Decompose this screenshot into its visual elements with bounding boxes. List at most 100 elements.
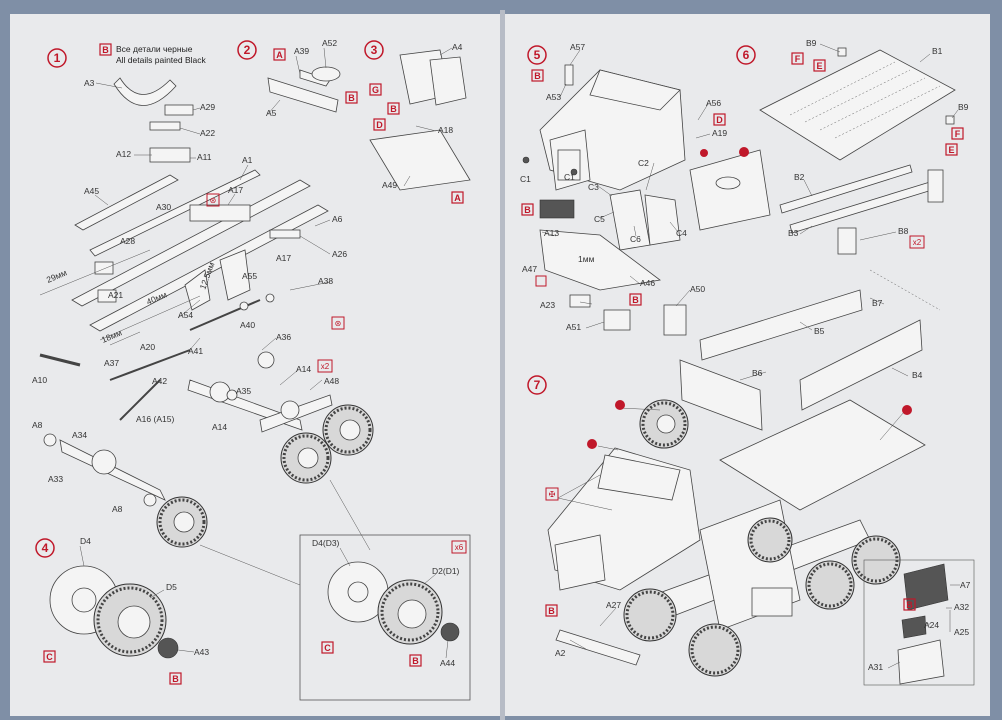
svg-text:D4(D3): D4(D3) bbox=[312, 538, 340, 548]
svg-text:A45: A45 bbox=[84, 186, 99, 196]
svg-text:B: B bbox=[390, 104, 397, 114]
svg-text:A22: A22 bbox=[200, 128, 215, 138]
svg-text:B7: B7 bbox=[872, 298, 883, 308]
svg-text:A24: A24 bbox=[924, 620, 939, 630]
svg-text:A10: A10 bbox=[32, 375, 47, 385]
svg-text:A29: A29 bbox=[200, 102, 215, 112]
svg-text:A34: A34 bbox=[72, 430, 87, 440]
svg-text:A30: A30 bbox=[156, 202, 171, 212]
svg-text:A41: A41 bbox=[188, 346, 203, 356]
svg-text:D: D bbox=[376, 120, 383, 130]
svg-text:F: F bbox=[955, 129, 961, 139]
svg-text:7: 7 bbox=[534, 378, 541, 392]
svg-text:B: B bbox=[412, 656, 419, 666]
svg-text:B1: B1 bbox=[932, 46, 943, 56]
step-4-marker: 4 bbox=[35, 538, 55, 558]
svg-text:B9: B9 bbox=[806, 38, 817, 48]
step-5-drawing: B D B B A57 A53 A56 A19 C1 C1 C2 C3 C5 C… bbox=[520, 42, 771, 336]
svg-text:C: C bbox=[46, 652, 53, 662]
svg-text:x2: x2 bbox=[913, 238, 922, 247]
step-3-marker: 3 bbox=[364, 40, 384, 60]
svg-text:E: E bbox=[948, 145, 954, 155]
svg-text:A46: A46 bbox=[640, 278, 655, 288]
svg-text:A55: A55 bbox=[242, 271, 257, 281]
step-6-marker: 6 bbox=[736, 45, 756, 65]
svg-text:A: A bbox=[454, 193, 461, 203]
svg-text:A40: A40 bbox=[240, 320, 255, 330]
svg-text:C1: C1 bbox=[564, 172, 575, 182]
svg-text:C1: C1 bbox=[520, 174, 531, 184]
svg-text:C: C bbox=[324, 643, 331, 653]
step-5-marker: 5 bbox=[527, 45, 547, 65]
svg-text:29мм: 29мм bbox=[45, 267, 69, 285]
svg-text:A51: A51 bbox=[566, 322, 581, 332]
svg-text:B9: B9 bbox=[958, 102, 969, 112]
svg-text:C6: C6 bbox=[630, 234, 641, 244]
svg-text:B: B bbox=[632, 295, 639, 305]
svg-text:1мм: 1мм bbox=[578, 254, 595, 264]
booklet-spine bbox=[500, 10, 505, 720]
svg-text:A39: A39 bbox=[294, 46, 309, 56]
svg-text:x6: x6 bbox=[455, 543, 464, 552]
svg-text:A50: A50 bbox=[690, 284, 705, 294]
svg-text:A17: A17 bbox=[228, 185, 243, 195]
svg-text:5: 5 bbox=[534, 48, 541, 62]
svg-text:A1: A1 bbox=[242, 155, 253, 165]
svg-text:✠: ✠ bbox=[549, 490, 556, 499]
svg-text:B2: B2 bbox=[794, 172, 805, 182]
svg-text:A42: A42 bbox=[152, 376, 167, 386]
svg-text:A12: A12 bbox=[116, 149, 131, 159]
svg-text:A21: A21 bbox=[108, 290, 123, 300]
svg-text:E: E bbox=[816, 61, 822, 71]
svg-text:A54: A54 bbox=[178, 310, 193, 320]
svg-text:B: B bbox=[524, 205, 531, 215]
svg-text:A13: A13 bbox=[544, 228, 559, 238]
step-6-drawing: F E F E x2 B9 B1 B9 B2 B3 B8 B7 B5 B6 B4 bbox=[679, 38, 969, 511]
svg-text:A: A bbox=[276, 50, 283, 60]
svg-text:A19: A19 bbox=[712, 128, 727, 138]
svg-text:F: F bbox=[795, 54, 801, 64]
svg-text:A14: A14 bbox=[296, 364, 311, 374]
svg-text:C5: C5 bbox=[594, 214, 605, 224]
svg-text:A8: A8 bbox=[112, 504, 123, 514]
svg-text:A2: A2 bbox=[555, 648, 566, 658]
svg-text:A49: A49 bbox=[382, 180, 397, 190]
svg-text:40мм: 40мм bbox=[145, 289, 169, 307]
svg-text:A18: A18 bbox=[438, 125, 453, 135]
svg-text:B: B bbox=[348, 93, 355, 103]
step-7-marker: 7 bbox=[527, 375, 547, 395]
svg-text:A27: A27 bbox=[606, 600, 621, 610]
svg-text:G: G bbox=[372, 85, 379, 95]
svg-text:Все детали черные: Все детали черные bbox=[116, 44, 193, 54]
svg-text:4: 4 bbox=[42, 541, 49, 555]
svg-text:⊛: ⊛ bbox=[210, 196, 217, 205]
svg-text:A16 (A15): A16 (A15) bbox=[136, 414, 174, 424]
svg-text:A47: A47 bbox=[522, 264, 537, 274]
svg-text:D: D bbox=[716, 115, 723, 125]
svg-text:B5: B5 bbox=[814, 326, 825, 336]
svg-text:6: 6 bbox=[743, 48, 750, 62]
step-7-drawing: ✠ B B A27 A2 A7 A32 A24 A25 A31 bbox=[545, 399, 975, 686]
svg-text:A32: A32 bbox=[954, 602, 969, 612]
svg-text:3: 3 bbox=[371, 43, 378, 57]
step-2-marker: 2 bbox=[237, 40, 257, 60]
svg-text:A52: A52 bbox=[322, 38, 337, 48]
svg-text:All details painted Black: All details painted Black bbox=[116, 55, 207, 65]
svg-text:A35: A35 bbox=[236, 386, 251, 396]
svg-text:A44: A44 bbox=[440, 658, 455, 668]
svg-text:18мм: 18мм bbox=[100, 327, 124, 345]
svg-text:B: B bbox=[906, 600, 913, 610]
svg-text:A6: A6 bbox=[332, 214, 343, 224]
svg-text:⊛: ⊛ bbox=[335, 319, 342, 328]
svg-text:B4: B4 bbox=[912, 370, 923, 380]
svg-text:1: 1 bbox=[54, 51, 61, 65]
svg-text:B: B bbox=[534, 71, 541, 81]
svg-text:A56: A56 bbox=[706, 98, 721, 108]
svg-text:A17: A17 bbox=[276, 253, 291, 263]
svg-text:A53: A53 bbox=[546, 92, 561, 102]
svg-text:A11: A11 bbox=[197, 152, 212, 162]
svg-text:D5: D5 bbox=[166, 582, 177, 592]
svg-text:2: 2 bbox=[244, 43, 251, 57]
